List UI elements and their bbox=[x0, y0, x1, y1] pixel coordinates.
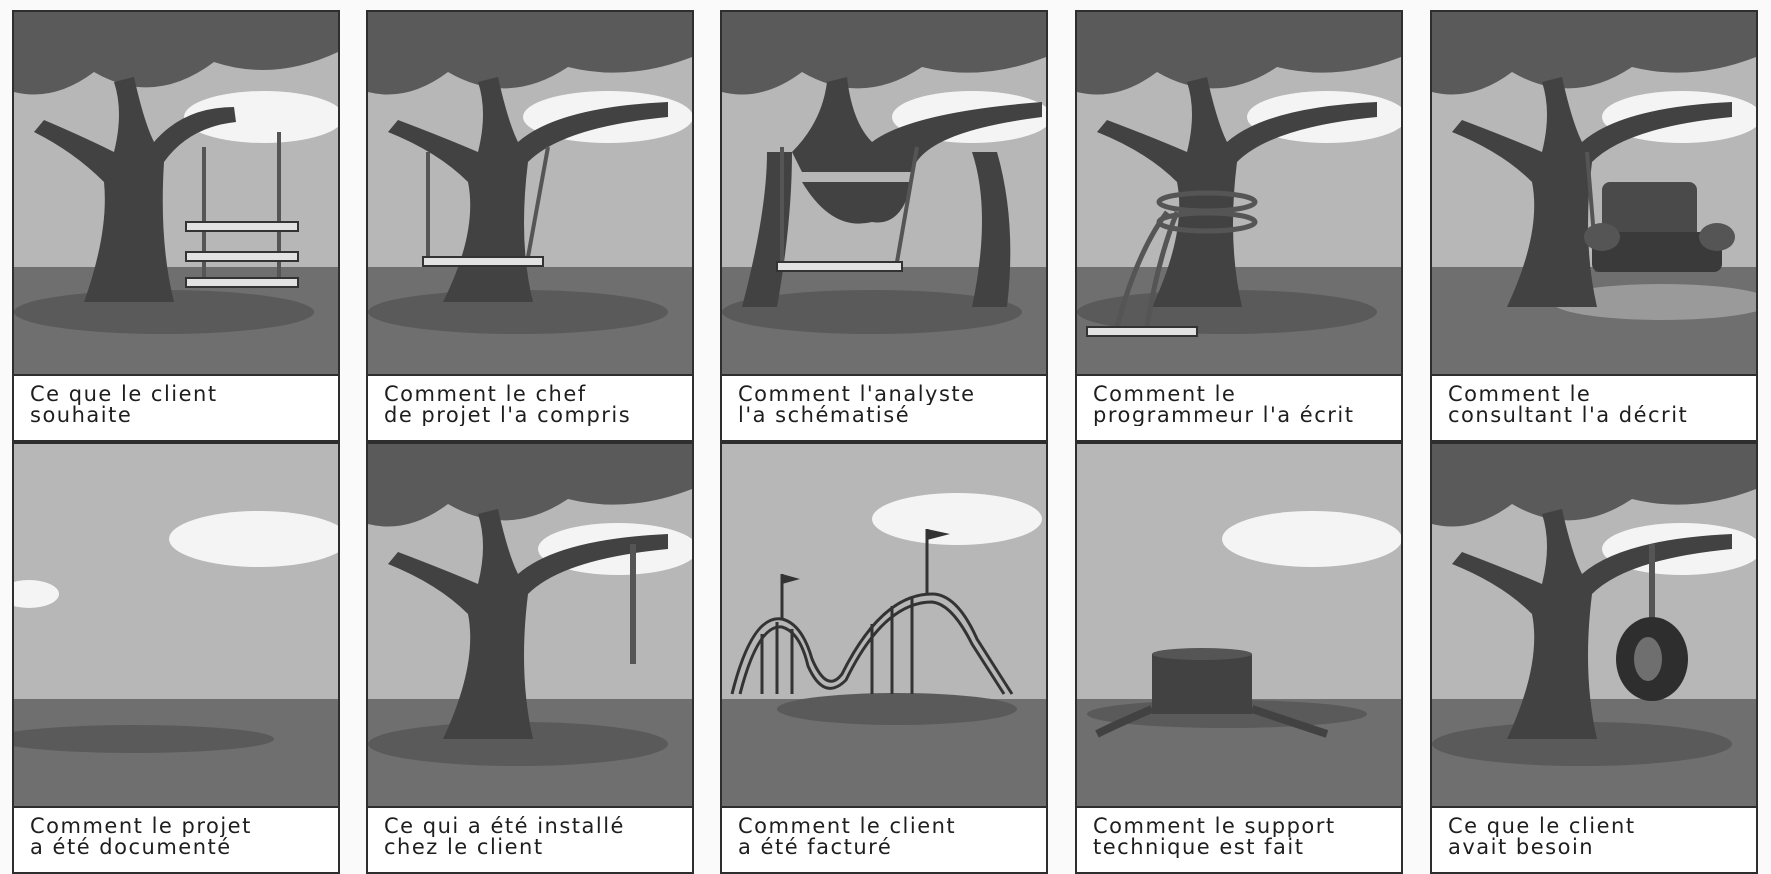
armchair-icon bbox=[1584, 182, 1735, 272]
panel-5: Comment le consultant l'a décrit bbox=[1430, 10, 1758, 442]
caption: Ce que le client souhaite bbox=[14, 374, 338, 440]
armchair-swing-scene bbox=[1432, 12, 1756, 374]
three-seat-swing-scene bbox=[14, 12, 338, 374]
swing-icon bbox=[426, 146, 550, 258]
foliage-icon bbox=[722, 12, 1046, 95]
caption-line: a été facturé bbox=[738, 837, 893, 858]
caption-line: Comment le bbox=[1093, 384, 1237, 405]
tree-trunk-icon bbox=[34, 77, 236, 302]
caption: Comment le consultant l'a décrit bbox=[1432, 374, 1756, 440]
foliage-icon bbox=[368, 12, 692, 95]
caption-line: Comment le bbox=[1448, 384, 1592, 405]
caption: Comment le chef de projet l'a compris bbox=[368, 374, 692, 440]
split-trunk-swing-scene bbox=[722, 12, 1046, 374]
caption-line: l'a schématisé bbox=[738, 405, 911, 426]
tree-stump-scene bbox=[1077, 444, 1401, 806]
caption-line: Comment le projet bbox=[30, 816, 252, 837]
panel-7: Ce qui a été installé chez le client bbox=[366, 442, 694, 874]
tire-swing-icon bbox=[1616, 617, 1688, 701]
caption-line: Ce qui a été installé bbox=[384, 816, 625, 837]
caption-line: Comment le support bbox=[1093, 816, 1336, 837]
roller-coaster-scene bbox=[722, 444, 1046, 806]
panel-8: Comment le client a été facturé bbox=[720, 442, 1048, 874]
caption-line: a été documenté bbox=[30, 837, 232, 858]
caption: Comment l'analyste l'a schématisé bbox=[722, 374, 1046, 440]
panel-2: Comment le chef de projet l'a compris bbox=[366, 10, 694, 442]
foliage-icon bbox=[368, 444, 692, 527]
tied-rope-swing-scene bbox=[1077, 12, 1401, 374]
caption: Comment le client a été facturé bbox=[722, 806, 1046, 872]
tree-trunk-icon bbox=[792, 77, 1042, 172]
tire-swing-scene bbox=[1432, 444, 1756, 806]
panel-10: Ce que le client avait besoin bbox=[1430, 442, 1758, 874]
swing-icon bbox=[780, 146, 919, 263]
caption-line: de projet l'a compris bbox=[384, 405, 632, 426]
caption-line: avait besoin bbox=[1448, 837, 1595, 858]
panel-3: Comment l'analyste l'a schématisé bbox=[720, 10, 1048, 442]
caption-line: Comment le client bbox=[738, 816, 957, 837]
caption: Comment le programmeur l'a écrit bbox=[1077, 374, 1401, 440]
caption: Ce que le client avait besoin bbox=[1432, 806, 1756, 872]
caption-line: Comment le chef bbox=[384, 384, 587, 405]
panel-4: Comment le programmeur l'a écrit bbox=[1075, 10, 1403, 442]
tree-stump-icon bbox=[1095, 648, 1329, 738]
panel-9: Comment le support technique est fait bbox=[1075, 442, 1403, 874]
caption-line: Comment l'analyste bbox=[738, 384, 976, 405]
caption: Comment le projet a été documenté bbox=[14, 806, 338, 872]
caption-line: chez le client bbox=[384, 837, 544, 858]
single-rope-scene bbox=[368, 444, 692, 806]
caption-line: programmeur l'a écrit bbox=[1093, 405, 1355, 426]
panel-1: Ce que le client souhaite bbox=[12, 10, 340, 442]
rope-icon bbox=[1114, 190, 1258, 328]
caption-line: Ce que le client bbox=[1448, 816, 1636, 837]
foliage-icon bbox=[1432, 12, 1756, 95]
empty-field-scene bbox=[14, 444, 338, 806]
caption-line: consultant l'a décrit bbox=[1448, 405, 1689, 426]
foliage-icon bbox=[1432, 444, 1756, 527]
caption: Ce qui a été installé chez le client bbox=[368, 806, 692, 872]
caption-line: souhaite bbox=[30, 405, 133, 426]
panel-6: Comment le projet a été documenté bbox=[12, 442, 340, 874]
foliage-icon bbox=[1077, 12, 1401, 95]
foliage-icon bbox=[14, 12, 338, 95]
caption-line: technique est fait bbox=[1093, 837, 1305, 858]
tree-cut-swing-scene bbox=[368, 12, 692, 374]
caption-line: Ce que le client bbox=[30, 384, 218, 405]
caption: Comment le support technique est fait bbox=[1077, 806, 1401, 872]
